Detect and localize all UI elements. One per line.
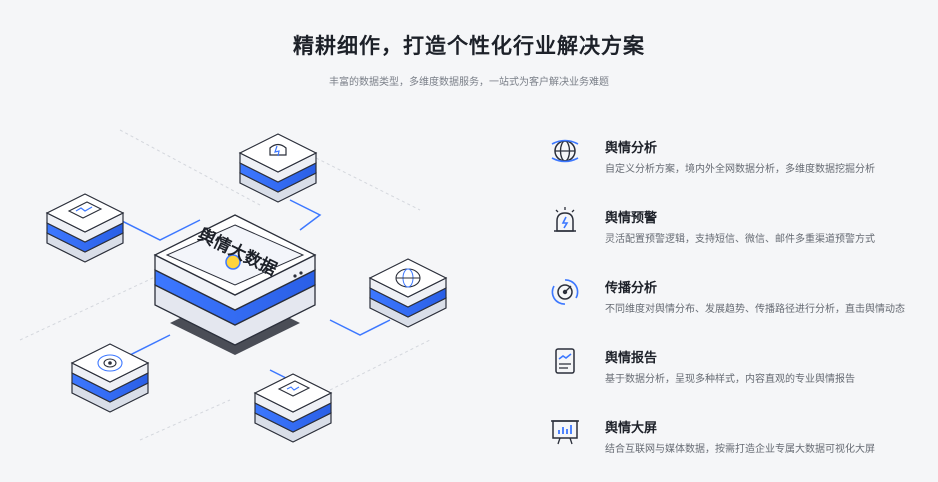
feature-desc: 灵活配置预警逻辑，支持短信、微信、邮件多重渠道预警方式 (605, 234, 875, 245)
feature-title: 舆情分析 (605, 140, 658, 155)
chart-server-node (45, 193, 125, 263)
page-title: 精耕细作，打造个性化行业解决方案 (293, 35, 645, 58)
broadcast-server-node (70, 343, 150, 413)
page-subtitle: 丰富的数据类型，多维度数据服务，一站式为客户解决业务难题 (329, 77, 609, 88)
alarm-server-node (238, 133, 318, 203)
feature-desc: 不同维度对舆情分布、发展趋势、传播路径进行分析，直击舆情动态 (605, 304, 905, 315)
feature-desc: 基于数据分析，呈现多种样式，内容直观的专业舆情报告 (605, 374, 855, 385)
dashboard-icon (551, 420, 579, 445)
feature-title: 舆情报告 (605, 350, 658, 365)
feature-title: 舆情大屏 (605, 420, 658, 435)
feature-desc: 自定义分析方案，境内外全网数据分析，多维度数据挖掘分析 (605, 164, 875, 175)
header: 精耕细作，打造个性化行业解决方案 丰富的数据类型，多维度数据服务，一站式为客户解… (0, 30, 938, 88)
display-server-node (253, 373, 333, 443)
globe-server-node (368, 258, 448, 328)
feature-item-big-screen: 舆情大屏 结合互联网与媒体数据，按需打造企业专属大数据可视化大屏 (548, 412, 928, 482)
globe-icon (551, 139, 579, 163)
central-server: 舆情大数据 (153, 214, 317, 355)
feature-item-sentiment-report: 舆情报告 基于数据分析，呈现多种样式，内容直观的专业舆情报告 (548, 342, 928, 412)
data-platform-illustration: 舆情大数据 (19, 129, 448, 443)
feature-list: 舆情分析 自定义分析方案，境内外全网数据分析，多维度数据挖掘分析 舆情预警 灵活… (548, 132, 928, 482)
feature-item-sentiment-analysis: 舆情分析 自定义分析方案，境内外全网数据分析，多维度数据挖掘分析 (548, 132, 928, 202)
feature-title: 舆情预警 (605, 210, 658, 225)
feature-item-propagation-analysis: 传播分析 不同维度对舆情分布、发展趋势、传播路径进行分析，直击舆情动态 (548, 272, 928, 342)
alarm-icon (554, 207, 576, 232)
feature-desc: 结合互联网与媒体数据，按需打造企业专属大数据可视化大屏 (605, 444, 875, 455)
feature-title: 传播分析 (605, 280, 658, 295)
broadcast-icon (551, 279, 579, 305)
dashed-grid-lines (19, 129, 431, 441)
feature-item-sentiment-alert: 舆情预警 灵活配置预警逻辑，支持短信、微信、邮件多重渠道预警方式 (548, 202, 928, 272)
report-icon (555, 348, 575, 374)
